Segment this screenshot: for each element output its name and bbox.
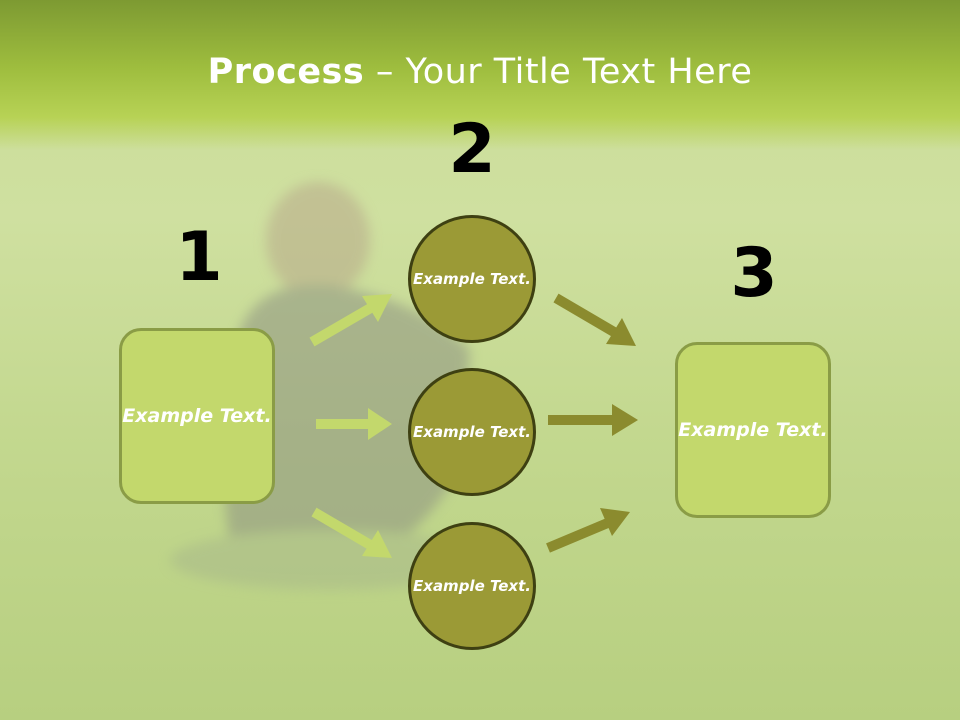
circle-top: Example Text. <box>408 215 536 343</box>
circle-bottom: Example Text. <box>408 522 536 650</box>
arrow-middle-to-right <box>548 404 638 436</box>
title-rest: – Your Title Text Here <box>364 52 753 92</box>
header-band <box>0 0 960 150</box>
arrow-top-to-right <box>553 293 636 346</box>
arrow-left-to-bottom <box>311 507 392 558</box>
arrow-left-to-middle <box>316 408 392 440</box>
step-number-2: 2 <box>448 110 496 189</box>
step-number-1: 1 <box>175 218 223 297</box>
right-step-box: Example Text. <box>675 342 831 518</box>
slide-title: Process – Your Title Text Here <box>0 52 960 92</box>
left-step-box: Example Text. <box>119 328 275 504</box>
arrow-left-to-top <box>309 294 392 347</box>
circle-middle: Example Text. <box>408 368 536 496</box>
step-number-3: 3 <box>730 234 778 313</box>
title-bold: Process <box>207 52 365 92</box>
arrow-bottom-to-right <box>546 508 630 553</box>
